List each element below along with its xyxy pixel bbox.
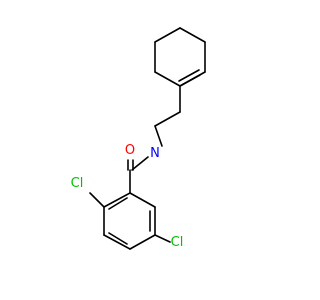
chlorine-meta-label: Cl (171, 235, 184, 250)
ethyl-chain (154, 85, 181, 147)
bond (129, 192, 156, 208)
aromatic-inner-bond (108, 232, 128, 245)
bond (154, 111, 181, 127)
bond (154, 27, 181, 43)
oxygen-label: O (125, 143, 135, 158)
structure-canvas: O N Cl Cl (70, 27, 206, 250)
bond (179, 27, 206, 43)
double-bond-outer (178, 69, 200, 82)
bond (129, 234, 156, 250)
bond (103, 234, 131, 250)
bond (131, 156, 149, 171)
bond (154, 125, 163, 147)
molecule-diagram: O N Cl Cl (71, 27, 206, 250)
bond (154, 234, 171, 243)
nitrogen-label: N (150, 146, 160, 161)
bond (89, 192, 105, 208)
chlorine-ortho-label: Cl (71, 176, 84, 191)
double-bond-inner (179, 74, 201, 87)
amide-group (127, 156, 149, 194)
bond (103, 192, 131, 208)
bond (154, 71, 181, 87)
benzene-ring (103, 192, 156, 250)
cyclohexene-ring (154, 27, 206, 87)
aromatic-inner-bond (108, 197, 128, 210)
